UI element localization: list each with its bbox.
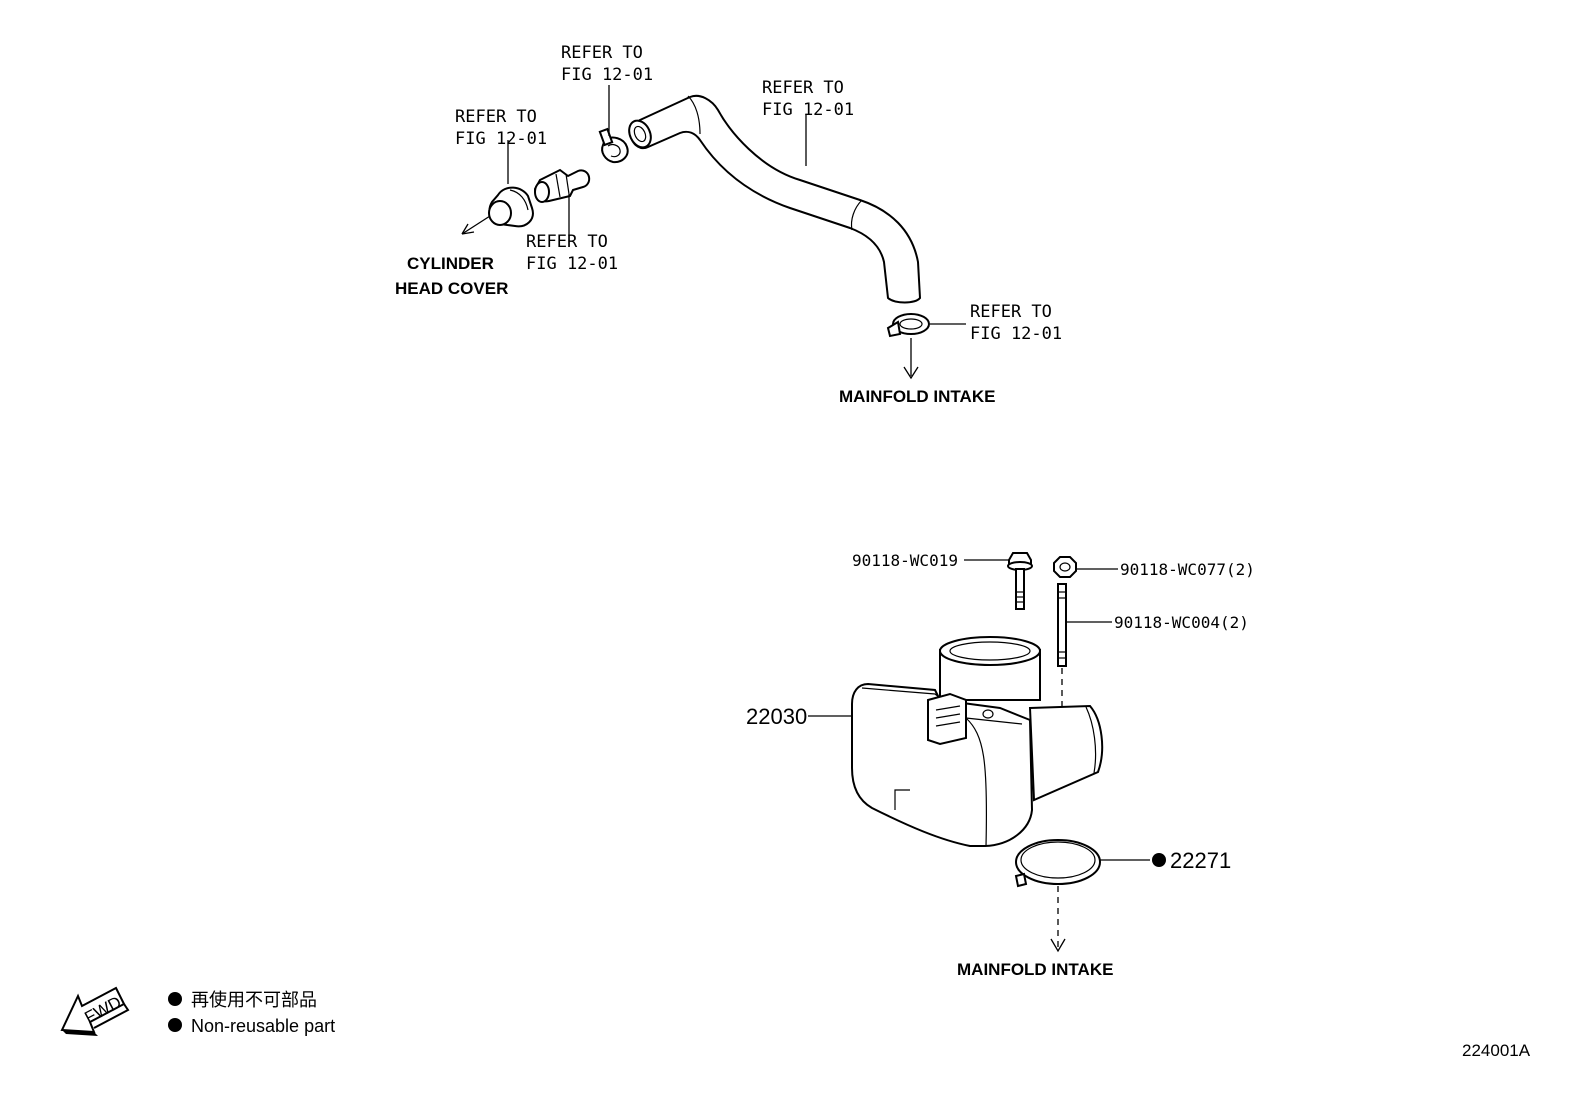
legend-jp: 再使用不可部品 bbox=[191, 990, 317, 1010]
throttle-body-part[interactable] bbox=[851, 636, 1104, 847]
callout-grommet-line2: FIG 12-01 bbox=[455, 129, 547, 149]
hose-clamp-part[interactable] bbox=[886, 313, 930, 338]
dest-manifold-bottom: MAINFOLD INTAKE bbox=[957, 960, 1113, 979]
callout-hose-line1: REFER TO bbox=[762, 78, 844, 98]
figure-id: 224001A bbox=[1462, 1041, 1531, 1060]
callout-clip-line2: FIG 12-01 bbox=[561, 65, 653, 85]
part-number-stud[interactable]: 90118-WC004(2) bbox=[1114, 613, 1249, 632]
part-number-gasket[interactable]: 22271 bbox=[1170, 848, 1231, 873]
part-number-bolt[interactable]: 90118-WC019 bbox=[852, 551, 958, 570]
callout-valve-line1: REFER TO bbox=[526, 232, 608, 252]
arrow-head-icon bbox=[1050, 938, 1066, 953]
legend-bullet-icon bbox=[168, 1018, 182, 1032]
part-number-nut[interactable]: 90118-WC077(2) bbox=[1120, 560, 1255, 579]
pcv-valve-part[interactable] bbox=[533, 168, 591, 203]
gasket-part[interactable] bbox=[1014, 839, 1101, 888]
callout-valve-line2: FIG 12-01 bbox=[526, 254, 618, 274]
callout-clamp-line1: REFER TO bbox=[970, 302, 1052, 322]
hose-clip-part[interactable] bbox=[598, 127, 629, 164]
arrow-head-icon bbox=[461, 223, 475, 235]
legend-bullet-icon bbox=[168, 992, 182, 1006]
stud-part[interactable] bbox=[1057, 583, 1067, 667]
arrow-to-head-cover bbox=[461, 215, 491, 235]
nut-part[interactable] bbox=[1053, 556, 1077, 578]
arrow-head-icon bbox=[903, 366, 919, 380]
callout-clamp-line2: FIG 12-01 bbox=[970, 324, 1062, 344]
part-number-throttle-body[interactable]: 22030 bbox=[746, 704, 807, 729]
callout-grommet-line1: REFER TO bbox=[455, 107, 537, 127]
callout-clip-line1: REFER TO bbox=[561, 43, 643, 63]
dest-head-cover-line2: HEAD COVER bbox=[395, 279, 508, 298]
ventilation-hose-part[interactable] bbox=[625, 94, 922, 304]
bolt-part[interactable] bbox=[1007, 552, 1033, 610]
legend-en: Non-reusable part bbox=[191, 1016, 335, 1036]
callout-hose-line2: FIG 12-01 bbox=[762, 100, 854, 120]
grommet-part[interactable] bbox=[488, 186, 534, 228]
dest-head-cover-line1: CYLINDER bbox=[407, 254, 494, 273]
fwd-arrow-icon bbox=[60, 986, 130, 1036]
non-reusable-marker-icon bbox=[1152, 853, 1166, 867]
dest-manifold-top: MAINFOLD INTAKE bbox=[839, 387, 995, 406]
